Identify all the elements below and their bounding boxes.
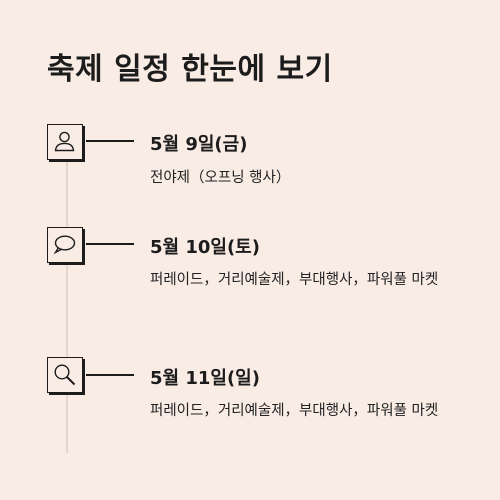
speech-bubble-icon [47, 227, 83, 263]
event-date: 5월 9일(금) [150, 134, 248, 155]
connector-line [86, 374, 134, 376]
event-date: 5월 11일(일) [150, 368, 260, 389]
event-description: 퍼레이드，거리예술제，부대행사，파워풀 마켓 [150, 272, 439, 288]
connector-line [86, 140, 134, 142]
event-description: 퍼레이드，거리예술제，부대행사，파워풀 마켓 [150, 403, 439, 419]
page-title: 축제 일정 한눈에 보기 [47, 52, 333, 87]
timeline-line [66, 160, 68, 453]
event-description: 전야제（오프닝 행사） [150, 170, 291, 186]
event-date: 5월 10일(토) [150, 237, 260, 258]
person-icon [47, 124, 83, 160]
magnifier-icon [47, 357, 83, 393]
connector-line [86, 243, 134, 245]
